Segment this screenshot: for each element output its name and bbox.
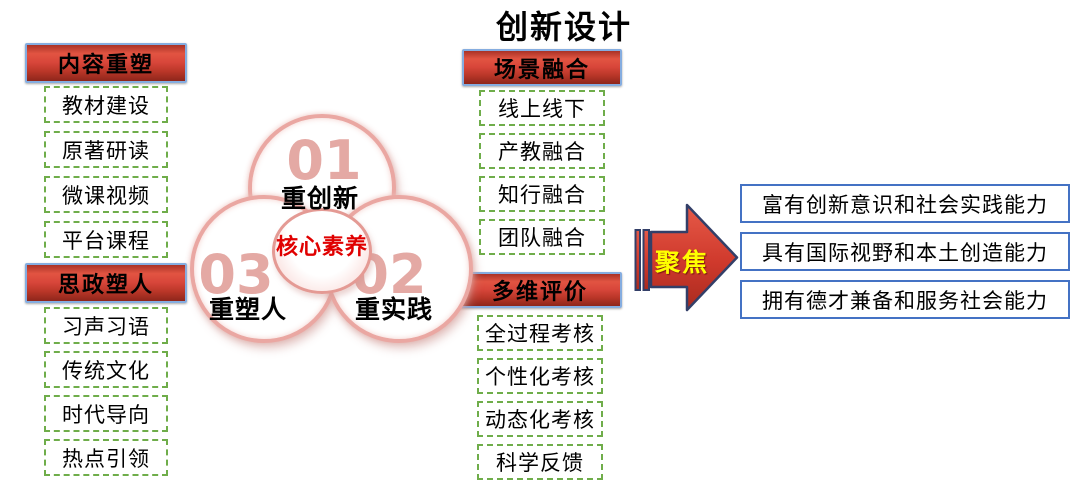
group-content-reshaping: 内容重塑 教材建设 原著研读 微课视频 平台课程 (25, 43, 187, 258)
list-item: 知行融合 (479, 176, 605, 212)
venn-label-practice: 重实践 (354, 295, 433, 324)
list-item: 微课视频 (44, 176, 168, 213)
list-item: 时代导向 (44, 395, 168, 432)
circle-number-03: 03 (198, 243, 274, 306)
list-item: 全过程考核 (477, 315, 603, 351)
group-items: 线上线下 产教融合 知行融合 团队融合 (479, 90, 605, 255)
focus-arrow (634, 203, 739, 312)
group-multi-evaluation: 多维评价 全过程考核 个性化考核 动态化考核 科学反馈 (458, 272, 622, 480)
focus-arrow-label: 聚焦 (654, 250, 709, 277)
group-scene-integration: 场景融合 线上线下 产教融合 知行融合 团队融合 (462, 49, 622, 255)
group-header: 多维评价 (458, 272, 622, 308)
list-item: 个性化考核 (477, 358, 603, 394)
group-items: 习声习语 传统文化 时代导向 热点引领 (44, 307, 168, 476)
group-header: 思政塑人 (25, 263, 187, 303)
venn-label-innovation: 重创新 (280, 184, 359, 213)
group-items: 全过程考核 个性化考核 动态化考核 科学反馈 (477, 315, 603, 480)
list-item: 产教融合 (479, 133, 605, 169)
venn-center-label: 核心素养 (275, 234, 368, 259)
outcome-box: 富有创新意识和社会实践能力 (740, 184, 1070, 223)
venn-label-person: 重塑人 (208, 295, 287, 324)
list-item: 团队融合 (479, 219, 605, 255)
list-item: 科学反馈 (477, 444, 603, 480)
circle-number-01: 01 (286, 129, 362, 192)
venn-center-circle (272, 208, 372, 294)
outcome-box: 具有国际视野和本土创造能力 (740, 232, 1070, 271)
group-items: 教材建设 原著研读 微课视频 平台课程 (44, 86, 168, 258)
group-ideology-shaping: 思政塑人 习声习语 传统文化 时代导向 热点引领 (25, 263, 187, 476)
page-title: 创新设计 (495, 8, 632, 46)
list-item: 教材建设 (44, 86, 168, 123)
outcome-box: 拥有德才兼备和服务社会能力 (740, 280, 1070, 319)
list-item: 传统文化 (44, 351, 168, 388)
group-header: 场景融合 (462, 49, 622, 86)
list-item: 热点引领 (44, 439, 168, 476)
list-item: 动态化考核 (477, 401, 603, 437)
group-header: 内容重塑 (25, 43, 187, 83)
list-item: 平台课程 (44, 221, 168, 258)
list-item: 原著研读 (44, 131, 168, 168)
list-item: 线上线下 (479, 90, 605, 126)
list-item: 习声习语 (44, 307, 168, 344)
